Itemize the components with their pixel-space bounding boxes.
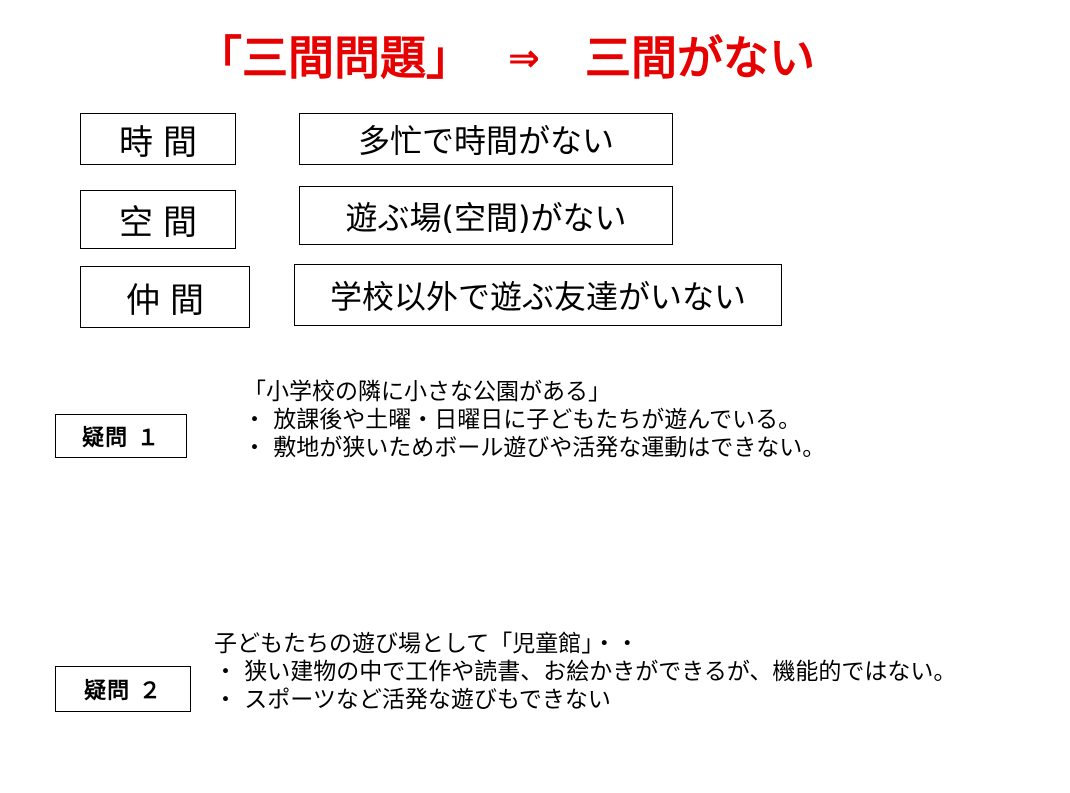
- implies-arrow-icon: ⇒: [508, 36, 540, 80]
- term-label: 時間: [119, 122, 207, 163]
- question-1-label-box: 疑問 １: [55, 414, 187, 458]
- desc-label: 遊ぶ場(空間)がない: [345, 198, 627, 237]
- term-box-space: 空間: [80, 190, 236, 249]
- term-label: 空間: [119, 203, 207, 243]
- term-box-companions: 仲間: [80, 266, 250, 328]
- question-2-text: 子どもたちの遊び場として「児童館」・・ ・ 狭い建物の中で工作や読書、お絵かきが…: [214, 630, 956, 714]
- desc-box-space: 遊ぶ場(空間)がない: [299, 186, 673, 245]
- page-title: 「三間問題」 ⇒ 三間がない: [0, 28, 1070, 88]
- question-line: ・ スポーツなど活発な遊びもできない: [214, 687, 611, 713]
- desc-box-time: 多忙で時間がない: [299, 113, 673, 165]
- title-right: 三間がない: [585, 31, 815, 85]
- question-line: ・ 放課後や土曜・日曜日に子どもたちが遊んでいる。: [243, 407, 802, 433]
- question-2-label-box: 疑問 ２: [55, 666, 191, 712]
- desc-label: 学校以外で遊ぶ友達がいない: [329, 278, 746, 316]
- title-left: 「三間問題」: [196, 31, 472, 85]
- question-line: ・ 狭い建物の中で工作や読書、お絵かきができるが、機能的ではない。: [214, 659, 957, 685]
- desc-box-companions: 学校以外で遊ぶ友達がいない: [294, 264, 782, 326]
- desc-label: 多忙で時間がない: [357, 122, 614, 160]
- question-line: ・ 敷地が狭いためボール遊びや活発な運動はできない。: [243, 435, 826, 461]
- question-label: 疑問 １: [82, 426, 160, 451]
- question-line: 「小学校の隣に小さな公園がある」: [243, 379, 611, 405]
- question-line: 子どもたちの遊び場として「児童館」・・: [214, 631, 639, 657]
- question-label: 疑問 ２: [84, 679, 162, 704]
- term-box-time: 時間: [80, 113, 236, 165]
- term-label: 仲間: [126, 280, 214, 321]
- question-1-text: 「小学校の隣に小さな公園がある」 ・ 放課後や土曜・日曜日に子どもたちが遊んでい…: [243, 378, 825, 462]
